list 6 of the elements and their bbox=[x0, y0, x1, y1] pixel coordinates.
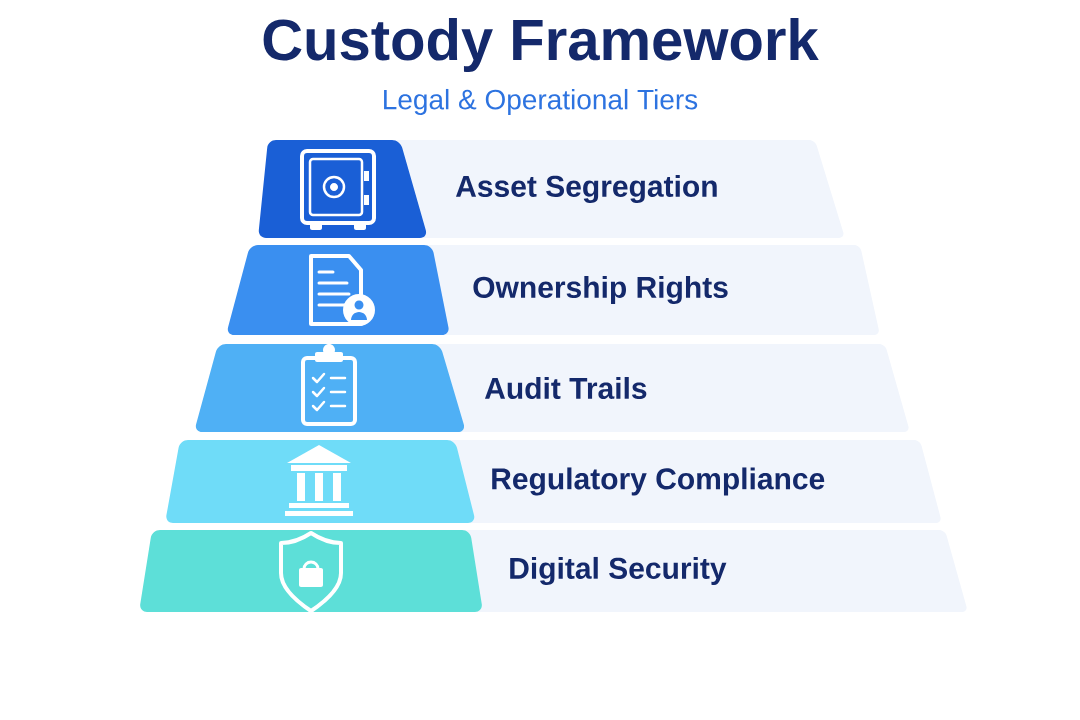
pyramid-tier: Digital Security bbox=[140, 530, 967, 612]
pyramid-tier: Regulatory Compliance bbox=[166, 440, 941, 523]
title: Custody Framework bbox=[263, 17, 819, 72]
pyramid-tier: Ownership Rights bbox=[227, 245, 879, 335]
pyramid-tier: Asset Segregation bbox=[258, 140, 844, 238]
pyramid-tier: Audit Trails bbox=[195, 344, 909, 432]
